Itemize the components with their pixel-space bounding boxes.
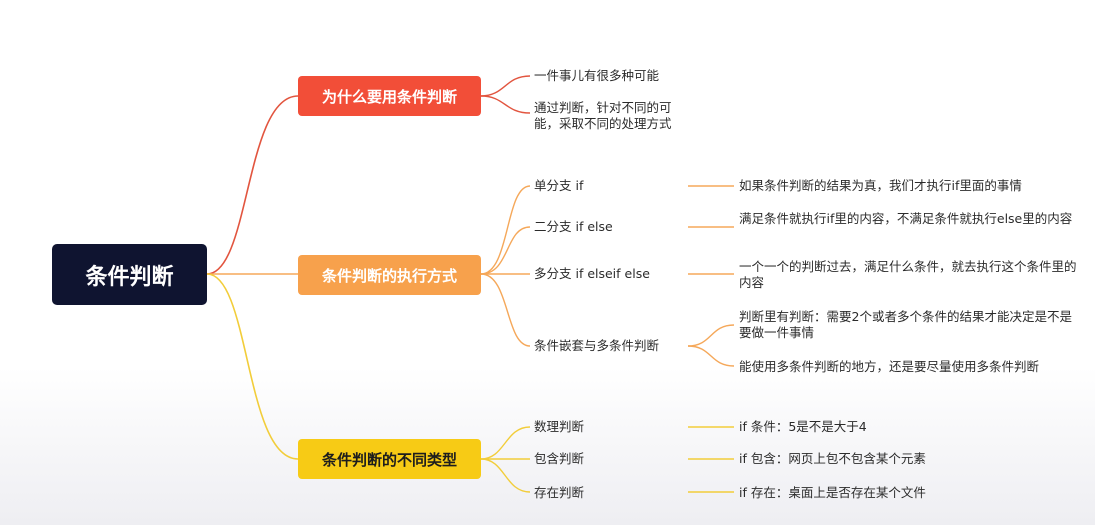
b2-detail-if-else[interactable]: 满足条件就执行if里的内容，不满足条件就执行else里的内容 xyxy=(739,211,1073,226)
branch-condition-types[interactable]: 条件判断的不同类型 xyxy=(298,439,481,479)
b3-detail-exists[interactable]: if 存在：桌面上是否存在某个文件 xyxy=(739,485,926,500)
connector-b2-d4b xyxy=(687,345,735,367)
branch-label: 为什么要用条件判断 xyxy=(321,87,457,106)
b2-item-single-if[interactable]: 单分支 if xyxy=(534,178,584,193)
connector-b3-c3 xyxy=(480,458,531,493)
b1-item-handle-differently[interactable]: 通过判断，针对不同的可能，采取不同的处理方式 xyxy=(534,100,672,131)
connector-b2-c2 xyxy=(480,226,531,275)
b2-item-if-elseif-else[interactable]: 多分支 if elseif else xyxy=(534,266,650,281)
branch-label: 条件判断的不同类型 xyxy=(321,450,457,469)
connector-b2-c1 xyxy=(480,185,531,275)
connector-b2-d4a xyxy=(687,324,735,347)
b3-item-exists[interactable]: 存在判断 xyxy=(534,485,585,500)
connector-b1-c1 xyxy=(480,75,531,97)
connector-b2-c4 xyxy=(480,273,531,347)
b3-detail-contains[interactable]: if 包含：网页上包不包含某个元素 xyxy=(739,451,926,466)
branch-why-use-conditions[interactable]: 为什么要用条件判断 xyxy=(298,76,481,116)
connector-root-b3 xyxy=(206,273,299,460)
b2-detail-prefer-multi[interactable]: 能使用多条件判断的地方，还是要尽量使用多条件判断 xyxy=(739,359,1040,374)
b3-item-contains[interactable]: 包含判断 xyxy=(534,451,585,466)
b2-item-nested-multi[interactable]: 条件嵌套与多条件判断 xyxy=(534,338,660,353)
root-node[interactable]: 条件判断 xyxy=(52,244,207,305)
connector-b1-c2 xyxy=(480,95,531,114)
branch-execution-modes[interactable]: 条件判断的执行方式 xyxy=(298,255,481,295)
connector-root-b1 xyxy=(206,95,299,275)
connector-b3-c1 xyxy=(480,426,531,460)
b2-item-if-else[interactable]: 二分支 if else xyxy=(534,219,613,234)
b3-item-numeric[interactable]: 数理判断 xyxy=(534,419,585,434)
branch-label: 条件判断的执行方式 xyxy=(321,266,457,285)
b2-detail-if-elseif-else[interactable]: 一个一个的判断过去，满足什么条件，就去执行这个条件里的内容 xyxy=(739,259,1077,290)
b2-detail-nested[interactable]: 判断里有判断：需要2个或者多个条件的结果才能决定是不是要做一件事情 xyxy=(739,309,1072,340)
b3-detail-numeric[interactable]: if 条件：5是不是大于4 xyxy=(739,419,867,434)
root-label: 条件判断 xyxy=(85,264,174,290)
b1-item-many-possibilities[interactable]: 一件事儿有很多种可能 xyxy=(534,68,660,83)
b2-detail-single-if[interactable]: 如果条件判断的结果为真，我们才执行if里面的事情 xyxy=(739,178,1022,193)
